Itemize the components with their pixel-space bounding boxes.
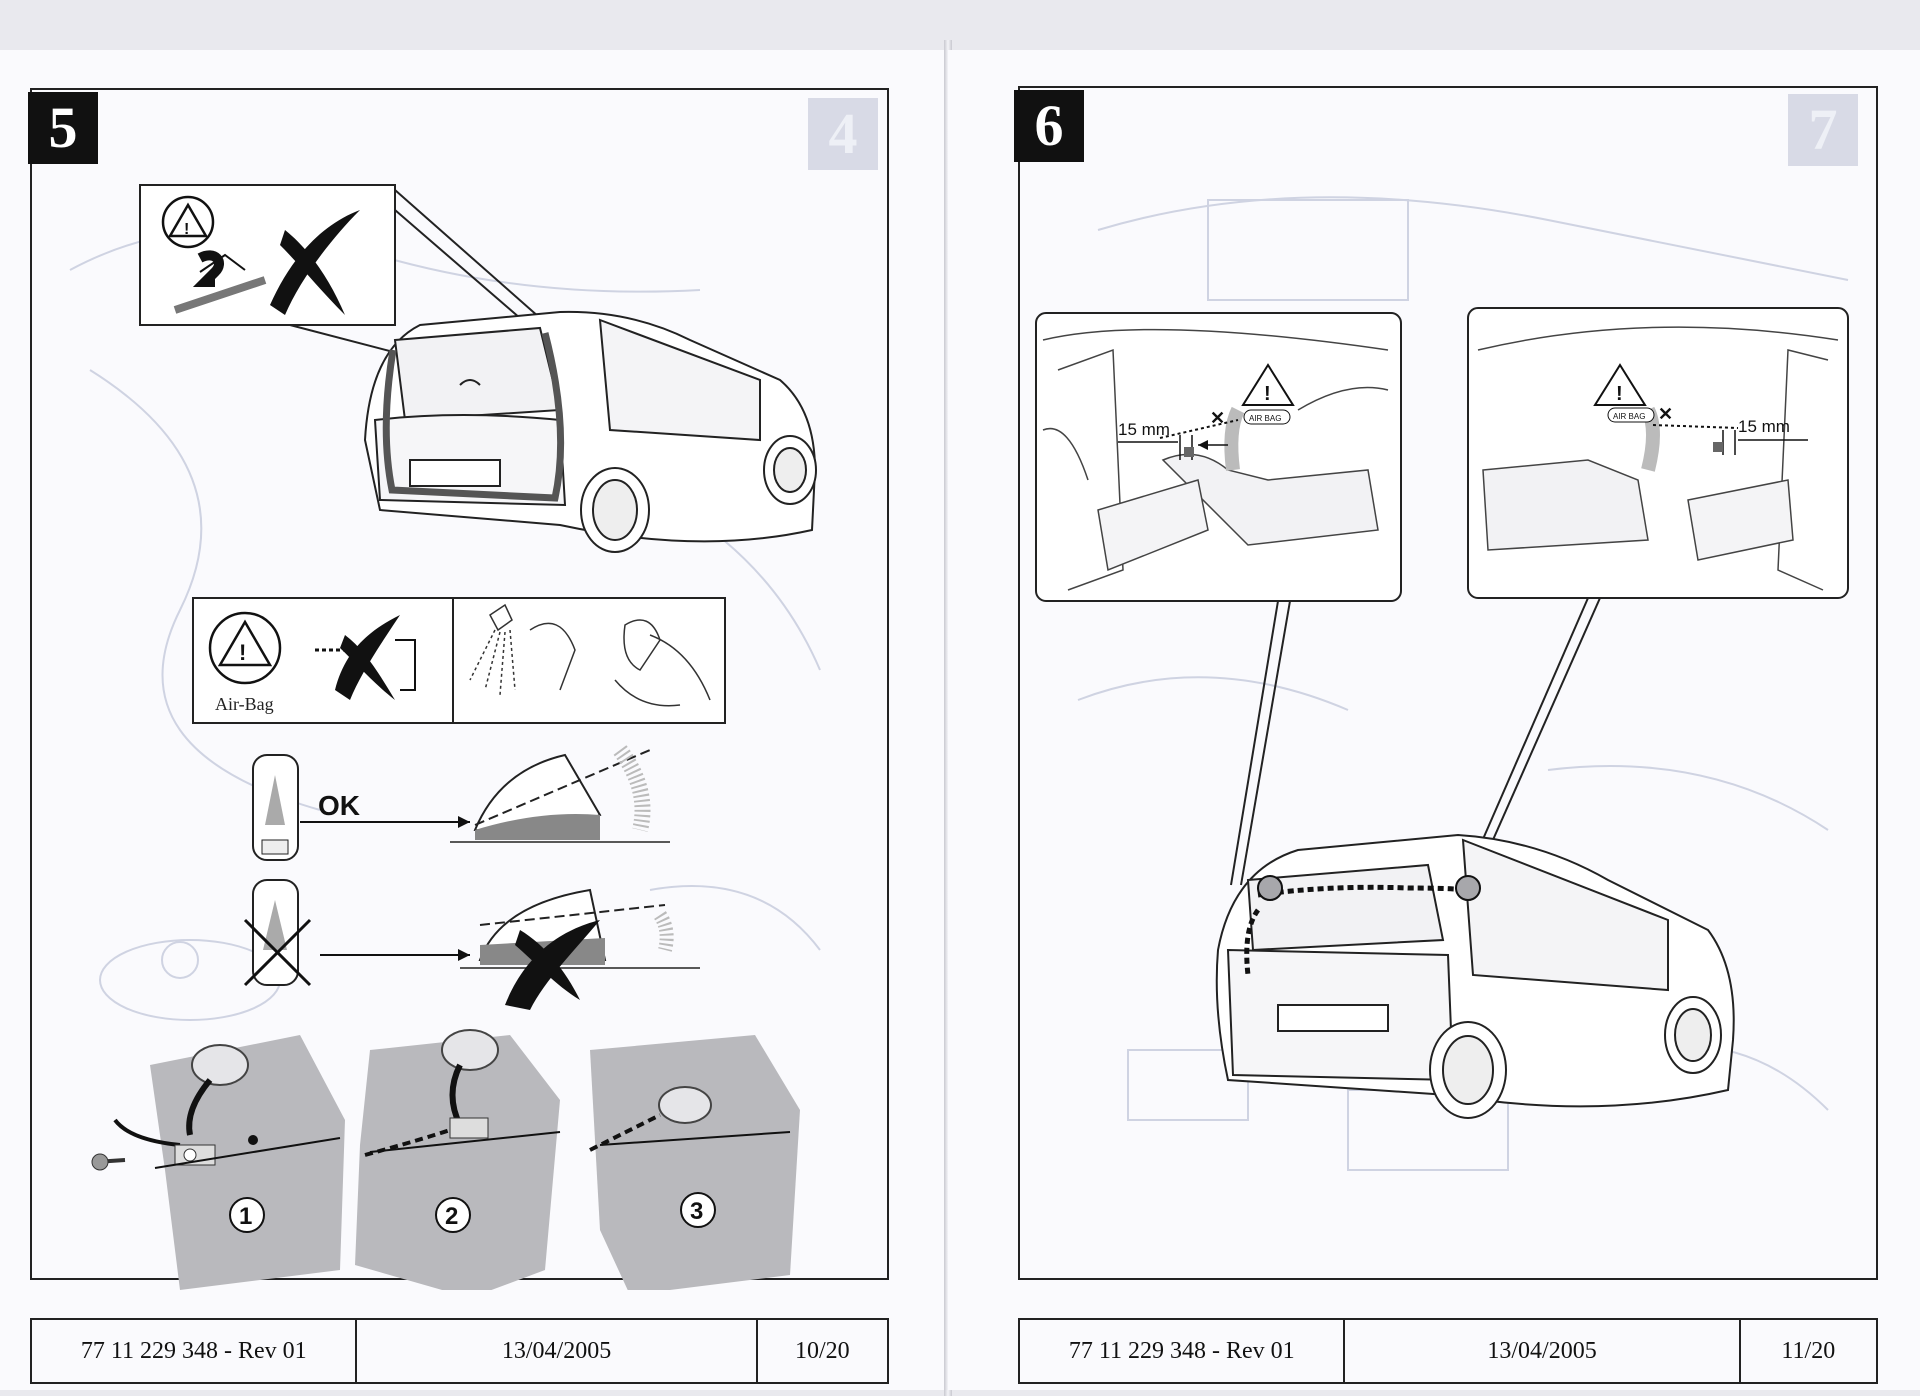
sensor-angle-not-ok [460, 888, 700, 1010]
step-1-panel: 1 [91, 1035, 345, 1290]
sensor-point-right [1455, 875, 1481, 901]
cable-routing-path [1244, 884, 1469, 976]
top-view-car-ok [252, 754, 299, 861]
left-illustrations: ! ! [69, 184, 821, 1290]
document-reference: 77 11 229 348 - Rev 01 [32, 1320, 358, 1382]
seal-strip-drawing [173, 276, 267, 314]
document-date: 13/04/2005 [357, 1320, 758, 1382]
left-interior-detail-box: ! AIR BAG ✕ 15 mm [1035, 312, 1402, 602]
step-2-panel: 2 [355, 1029, 561, 1290]
page-number: 11/20 [1781, 1337, 1836, 1364]
document-reference: 77 11 229 348 - Rev 01 [1020, 1320, 1346, 1382]
x-mark: ✕ [1658, 404, 1673, 424]
document-date: 13/04/2005 [1345, 1320, 1741, 1382]
wiping-hand-drawing [614, 619, 711, 707]
tape-hook-icon [192, 250, 224, 287]
right-illustrations: ! AIR BAG ✕ 15 mm [1035, 196, 1849, 1171]
step-number-badge: 6 [1014, 90, 1084, 162]
airbag-tag-text: AIR BAG [1613, 412, 1645, 421]
warning-icon: ! [161, 195, 215, 249]
car-rear-view [1215, 833, 1735, 1119]
step-1-number: 1 [239, 1203, 252, 1230]
right-distance-label: 15 mm [1738, 417, 1790, 436]
car-rear-view [363, 310, 817, 553]
top-view-car-not-ok [243, 879, 312, 987]
right-interior-detail-box: ! AIR BAG ✕ 15 mm [1467, 307, 1849, 599]
forbidden-cross-mark [270, 210, 360, 315]
svg-text:!: ! [1264, 383, 1271, 405]
left-page: 5 4 ! [0, 50, 948, 1390]
airbag-tag [1243, 409, 1291, 425]
svg-text:!: ! [239, 640, 246, 665]
left-footer: 77 11 229 348 - Rev 01 13/04/2005 10/20 [30, 1318, 889, 1384]
right-footer: 77 11 229 348 - Rev 01 13/04/2005 11/20 [1018, 1318, 1878, 1384]
sensor-point-left [1257, 875, 1283, 901]
airbag-tag-text: AIR BAG [1249, 414, 1281, 423]
seal-detail-inset [139, 184, 396, 326]
airbag-label: Air-Bag [215, 694, 274, 714]
svg-text:!: ! [184, 221, 189, 238]
step-3-panel: 3 [589, 1035, 800, 1290]
ghost-step-badge: 4 [808, 98, 878, 170]
airbag-warning-icon: ! [208, 611, 282, 685]
sensor-cross-mark [335, 615, 400, 700]
x-mark: ✕ [1210, 408, 1225, 428]
sensor-angle-ok [450, 745, 670, 843]
right-page: 6 7 ! [948, 50, 1920, 1390]
step-2-number: 2 [445, 1203, 458, 1230]
ok-label: OK [318, 790, 360, 821]
left-distance-label: 15 mm [1118, 420, 1170, 439]
ghost-step-badge: 7 [1788, 94, 1858, 166]
step-number-badge: 5 [28, 92, 98, 164]
page-number: 10/20 [794, 1337, 850, 1364]
airbag-warning-icon: ! [1241, 363, 1295, 406]
right-instruction-frame [1018, 86, 1878, 1280]
faint-background-drawing [1077, 196, 1849, 1171]
airbag-tag [1607, 407, 1655, 423]
airbag-warning-box [192, 597, 726, 724]
svg-text:!: ! [1616, 383, 1623, 405]
cleaning-spray-drawing [469, 603, 576, 696]
airbag-warning-icon: ! [1593, 363, 1647, 406]
step-3-number: 3 [690, 1198, 703, 1225]
